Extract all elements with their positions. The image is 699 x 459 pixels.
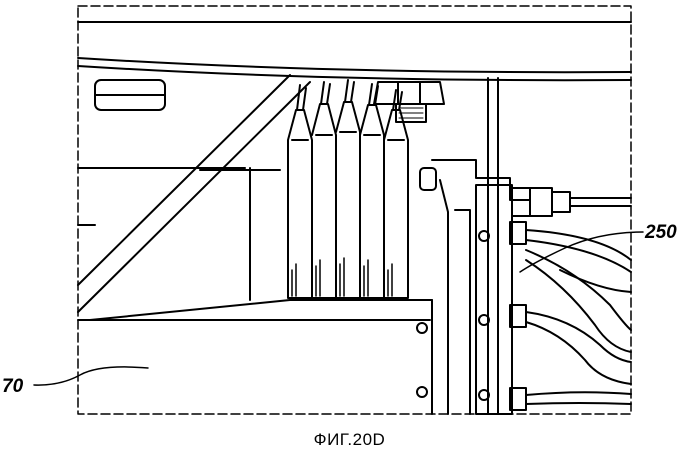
electrode-4 [360,84,384,298]
hex-nut-fitting [374,82,444,122]
reference-label-250: 250 [645,222,677,244]
reference-label-70: 70 [2,376,23,398]
leader-70 [34,367,148,385]
electrode-3 [336,80,360,298]
lower-housing [78,300,432,414]
figure-caption: ФИГ.20D [0,430,699,450]
electrode-1 [288,85,312,298]
tubing-bundle [526,230,631,404]
connector-block [476,185,526,414]
inner-panel [78,168,250,300]
side-fitting [512,188,631,216]
cylinder-fitting [95,80,165,110]
electrode-2 [312,82,336,298]
view-border [78,6,631,414]
